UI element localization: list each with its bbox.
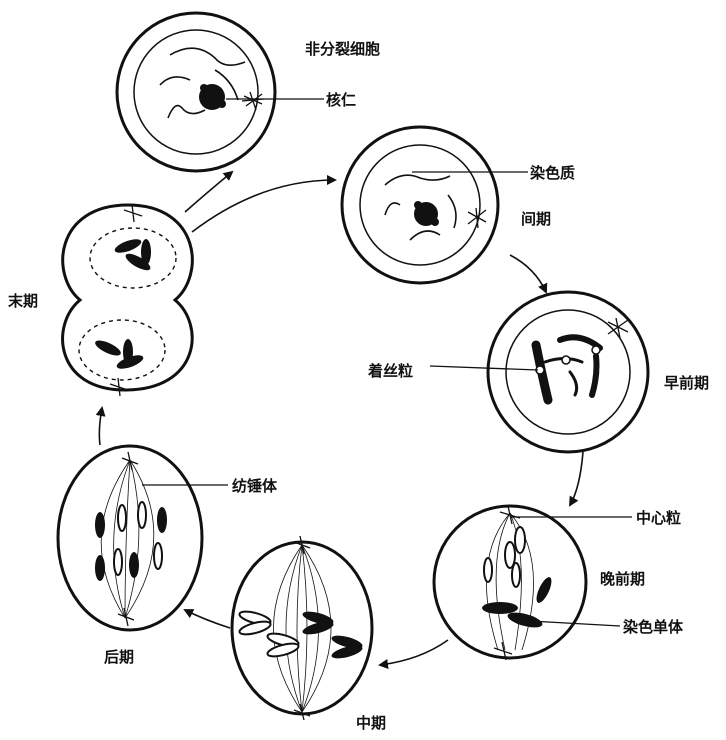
label-metaphase: 中期: [356, 712, 386, 733]
early-prophase-cell: [488, 292, 648, 452]
late-prophase-centriole-top: [500, 506, 520, 524]
label-centromere: 着丝粒: [368, 360, 413, 381]
label-spindle: 纺锤体: [232, 475, 277, 496]
nucleolus-dot: [199, 84, 226, 110]
telophase-cell: [63, 204, 193, 396]
metaphase-cell: [232, 536, 372, 720]
label-nondividing-cell: 非分裂细胞: [305, 38, 380, 59]
label-telophase: 末期: [8, 290, 38, 311]
label-interphase: 间期: [521, 208, 551, 229]
label-anaphase: 后期: [104, 646, 134, 667]
late-prophase-cell: [434, 506, 586, 660]
label-centriole: 中心粒: [636, 507, 681, 528]
label-early-prophase: 早前期: [664, 372, 709, 393]
label-chromatid: 染色单体: [623, 616, 683, 637]
label-chromatin: 染色质: [530, 162, 575, 183]
label-late-prophase: 晚前期: [600, 568, 645, 589]
anaphase-cell: [58, 446, 202, 630]
nondividing-cell: [117, 13, 275, 171]
interphase-nucleolus: [414, 201, 439, 226]
centriole-star: [242, 92, 264, 110]
label-nucleolus: 核仁: [326, 89, 356, 110]
interphase-cell: [342, 127, 498, 283]
